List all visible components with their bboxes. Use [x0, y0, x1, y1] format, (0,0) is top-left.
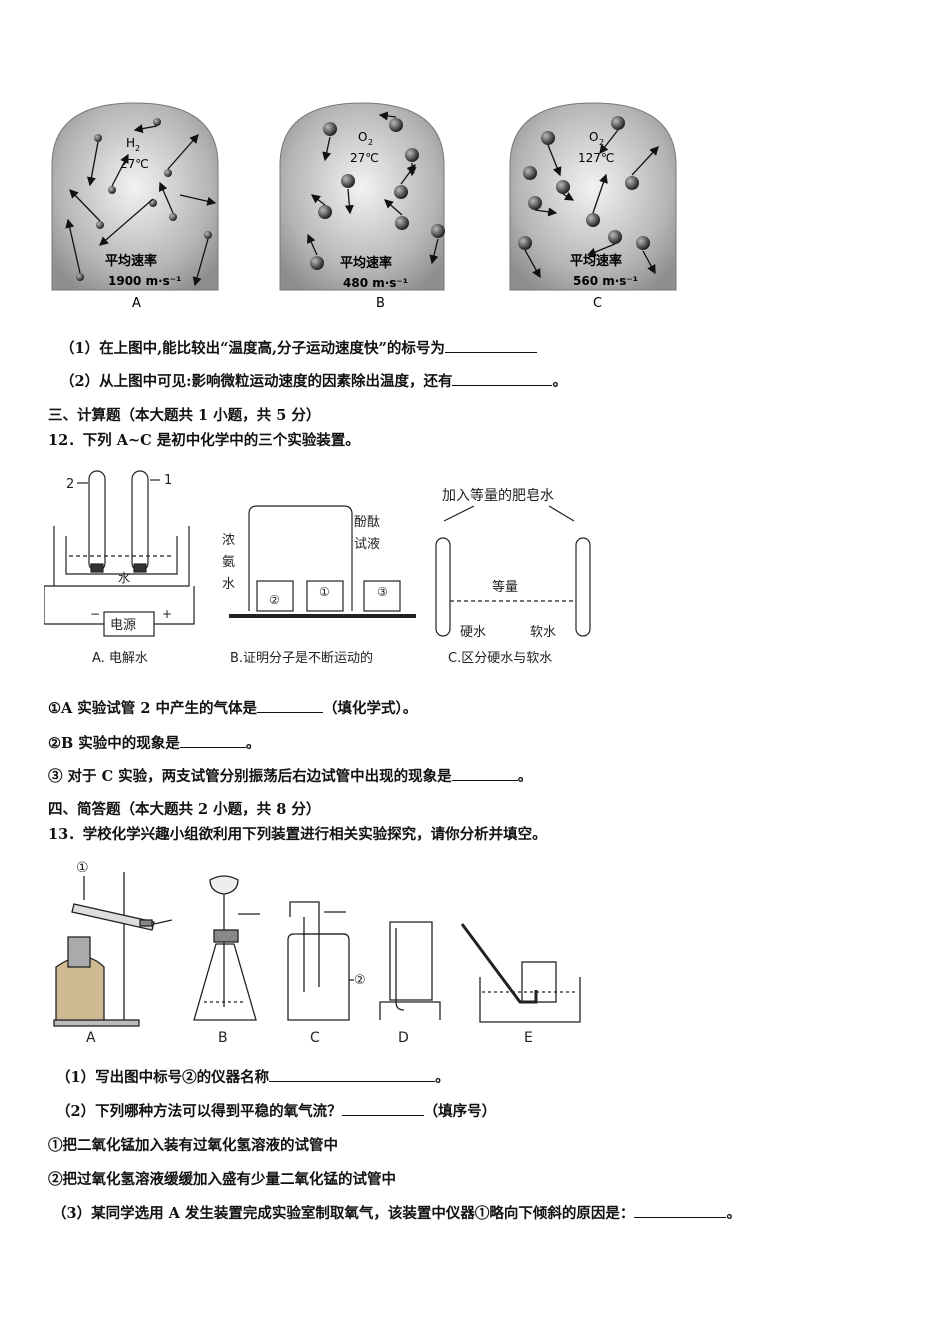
caption-b: B.证明分子是不断运动的	[230, 650, 373, 666]
svg-text:−: −	[90, 607, 100, 621]
q13-answer-blank-3[interactable]	[634, 1203, 727, 1218]
q12-sub2: ②B 实验中的现象是。	[48, 733, 261, 752]
svg-text:1: 1	[164, 473, 172, 488]
rate-label: 平均速率	[105, 253, 157, 269]
apparatus-a: ①	[53, 860, 173, 1027]
svg-text:C: C	[593, 296, 602, 311]
section-4-heading: 四、简答题（本大题共 2 小题，共 8 分）	[48, 801, 321, 818]
apparatus-d	[379, 921, 441, 1020]
svg-text:480 m·s⁻¹: 480 m·s⁻¹	[343, 276, 408, 290]
svg-text:氨: 氨	[222, 555, 235, 570]
q12-answer-blank-1[interactable]	[256, 698, 323, 713]
rate-value: 1900 m·s⁻¹	[108, 274, 181, 288]
svg-text:27℃: 27℃	[350, 151, 379, 165]
electrolysis-apparatus: 2 1 水 电源 − + A. 电解水	[44, 470, 195, 666]
label-circle-2: ②	[354, 973, 366, 988]
svg-text:E: E	[524, 1030, 533, 1046]
svg-text:硬水: 硬水	[460, 625, 486, 640]
label-circle-1: ①	[76, 860, 89, 876]
temperature-label: 27℃	[120, 157, 149, 171]
svg-text:酚酞: 酚酞	[354, 515, 380, 530]
svg-text:2: 2	[66, 477, 74, 492]
q12-sub1: ①A 实验试管 2 中产生的气体是（填化学式）。	[48, 698, 418, 717]
apparatus-b	[193, 875, 260, 1021]
svg-text:O: O	[589, 130, 598, 144]
svg-text:软水: 软水	[530, 625, 556, 640]
svg-text:平均速率: 平均速率	[570, 253, 622, 269]
panel-b-o2-27: O 2 27℃ 平均速率 480 m·s⁻¹ B	[279, 102, 445, 311]
q13-part1: （1）写出图中标号②的仪器名称。	[56, 1067, 450, 1086]
svg-text:①: ①	[319, 585, 330, 599]
q13-stem: 13．学校化学兴趣小组欲利用下列装置进行相关实验探究，请你分析并填空。	[48, 826, 547, 843]
caption-c: C.区分硬水与软水	[448, 651, 552, 666]
svg-text:平均速率: 平均速率	[340, 255, 392, 271]
svg-text:②: ②	[269, 593, 280, 607]
svg-text:B: B	[218, 1030, 228, 1046]
svg-text:水: 水	[118, 571, 130, 585]
ammonia-diffusion-apparatus: 浓 氨 水 酚酞 试液 ② ① ③ B.证明分子是不断运动的	[222, 505, 416, 666]
q12-answer-blank-2[interactable]	[179, 733, 246, 748]
svg-text:试液: 试液	[354, 537, 380, 552]
q12-answer-blank-3[interactable]	[451, 766, 518, 781]
q11-part2: （2）从上图中可见:影响微粒运动速度的因素除出温度，还有。	[60, 371, 567, 390]
experiments-figure: 2 1 水 电源 − + A. 电解水 浓 氨 水 酚酞 试液 ② ① ③ B.…	[44, 470, 591, 666]
apparatus-c: ②	[287, 901, 366, 1021]
gas-formula: H	[126, 136, 135, 150]
panel-label-a: A	[132, 296, 141, 311]
svg-text:等量: 等量	[492, 579, 518, 595]
svg-text:2: 2	[135, 144, 140, 153]
q11-part1: （1）在上图中,能比较出“温度高,分子运动速度快”的标号为	[60, 337, 537, 358]
q11-answer-blank-2[interactable]	[452, 371, 553, 386]
q11-answer-blank-1[interactable]	[444, 338, 537, 353]
svg-text:127℃: 127℃	[578, 151, 614, 165]
caption-a: A. 电解水	[92, 651, 148, 666]
svg-text:浓: 浓	[222, 533, 235, 548]
q12-stem: 12．下列 A~C 是初中化学中的三个实验装置。	[48, 432, 360, 449]
svg-text:水: 水	[222, 577, 235, 592]
svg-text:2: 2	[599, 138, 604, 147]
svg-text:电源: 电源	[110, 618, 136, 633]
svg-text:加入等量的肥皂水: 加入等量的肥皂水	[442, 487, 554, 504]
gas-apparatus-figure: ① ②	[53, 860, 581, 1046]
svg-text:③: ③	[377, 585, 388, 599]
q13-option-1: ①把二氧化锰加入装有过氧化氢溶液的试管中	[48, 1137, 338, 1154]
panel-a-h2: H 2 27℃ 平均速率 1900 m·s⁻¹ A	[51, 102, 219, 311]
q13-answer-blank-2[interactable]	[341, 1101, 424, 1116]
apparatus-e	[460, 923, 581, 1023]
svg-text:C: C	[310, 1030, 320, 1046]
hard-soft-water-apparatus: 加入等量的肥皂水 等量 硬水 软水 C.区分硬水与软水	[435, 487, 591, 666]
q13-part2: （2）下列哪种方法可以得到平稳的氧气流？（填序号）	[56, 1101, 497, 1120]
molecule-speed-figure: H 2 27℃ 平均速率 1900 m·s⁻¹ A O 2 27℃ 平均速率 4…	[51, 102, 677, 311]
q13-option-2: ②把过氧化氢溶液缓缓加入盛有少量二氧化锰的试管中	[48, 1171, 396, 1188]
q13-part3: （3）某同学选用 A 发生装置完成实验室制取氧气，该装置中仪器①略向下倾斜的原因…	[52, 1203, 741, 1222]
svg-text:O: O	[358, 130, 367, 144]
q13-answer-blank-1[interactable]	[269, 1067, 436, 1082]
q12-sub3: ③ 对于 C 实验，两支试管分别振荡后右边试管中出现的现象是。	[48, 766, 533, 785]
svg-text:B: B	[376, 296, 385, 311]
svg-text:560 m·s⁻¹: 560 m·s⁻¹	[573, 274, 638, 288]
svg-text:D: D	[398, 1030, 409, 1046]
panel-c-o2-127: O 2 127℃ 平均速率 560 m·s⁻¹ C	[509, 102, 677, 311]
svg-text:+: +	[162, 607, 172, 621]
svg-text:2: 2	[368, 138, 373, 147]
svg-text:A: A	[86, 1030, 96, 1046]
section-3-heading: 三、计算题（本大题共 1 小题，共 5 分）	[48, 407, 321, 424]
